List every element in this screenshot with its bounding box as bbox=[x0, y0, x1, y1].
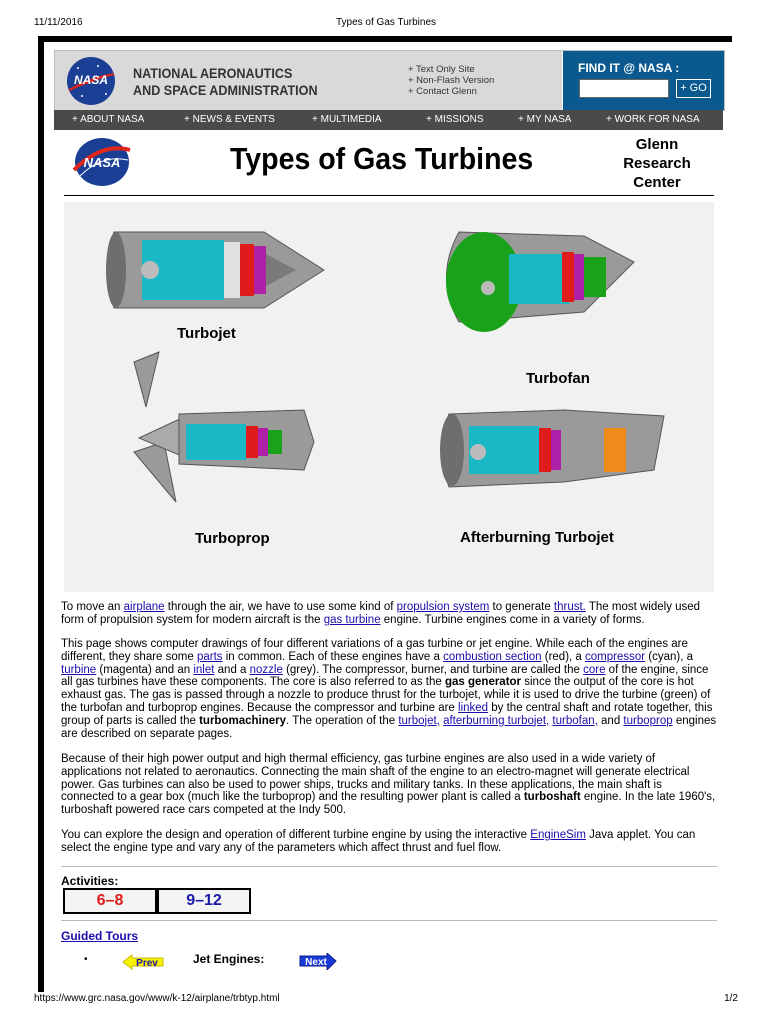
nav-missions[interactable]: + MISSIONS bbox=[426, 114, 484, 125]
divider bbox=[61, 866, 717, 867]
link-turbofan[interactable]: turbofan, bbox=[552, 714, 598, 727]
link-core[interactable]: core bbox=[583, 663, 606, 676]
engine-drawings bbox=[106, 231, 665, 503]
nav-work-for-nasa[interactable]: + WORK FOR NASA bbox=[606, 114, 700, 125]
activities-label: Activities: bbox=[61, 874, 119, 888]
list-bullet: • bbox=[84, 954, 88, 965]
search-input[interactable] bbox=[579, 79, 669, 98]
link-turbojet[interactable]: turbojet, bbox=[398, 714, 440, 727]
turboprop-label: Turboprop bbox=[195, 530, 270, 547]
print-title: Types of Gas Turbines bbox=[335, 17, 437, 28]
nasa-logo-text: NASA bbox=[73, 73, 108, 87]
agency-name-line2: AND SPACE ADMINISTRATION bbox=[133, 82, 318, 98]
star-icon bbox=[105, 93, 107, 95]
turbojet-engine bbox=[106, 231, 325, 309]
nav-news-events[interactable]: + NEWS & EVENTS bbox=[184, 114, 275, 125]
print-header: 11/11/2016 Types of Gas Turbines bbox=[34, 17, 738, 31]
title-rule bbox=[64, 195, 714, 196]
link-propulsion-system[interactable]: propulsion system bbox=[396, 601, 490, 613]
activities-9-12-button[interactable]: 9–12 bbox=[157, 888, 251, 914]
link-turboprop[interactable]: turboprop bbox=[623, 714, 673, 727]
grc-line2: Research bbox=[623, 155, 691, 172]
findit-label: FIND IT @ NASA : bbox=[578, 61, 680, 75]
star-icon bbox=[97, 65, 99, 67]
print-url: https://www.grc.nasa.gov/www/k-12/airpla… bbox=[34, 993, 280, 1004]
divider bbox=[61, 920, 717, 921]
link-thrust[interactable]: thrust. bbox=[553, 601, 586, 613]
star-icon bbox=[77, 67, 79, 69]
afterburning-turbojet-engine bbox=[440, 409, 665, 488]
link-compressor[interactable]: compressor bbox=[585, 650, 646, 663]
nasa-logo[interactable]: NASA bbox=[67, 57, 115, 105]
print-date: 11/11/2016 bbox=[34, 17, 83, 28]
grc-line3: Center bbox=[633, 174, 681, 191]
link-gas-turbine[interactable]: gas turbine bbox=[323, 613, 381, 626]
page-frame-left bbox=[38, 36, 44, 992]
findit-panel: FIND IT @ NASA : + GO bbox=[563, 51, 724, 110]
link-airplane[interactable]: airplane bbox=[123, 601, 165, 613]
nav-about-nasa[interactable]: + ABOUT NASA bbox=[72, 114, 145, 125]
nasa-banner: NASA NATIONAL AERONAUTICS AND SPACE ADMI… bbox=[54, 50, 725, 111]
jet-engines-label: Jet Engines: bbox=[193, 952, 265, 966]
page-title: Types of Gas Turbines bbox=[230, 141, 534, 176]
grc-line1: Glenn bbox=[635, 136, 679, 153]
turbofan-label: Turbofan bbox=[526, 370, 590, 387]
link-inlet[interactable]: inlet bbox=[193, 663, 215, 676]
link-nozzle[interactable]: nozzle bbox=[249, 663, 283, 676]
activities-6-8-button[interactable]: 6–8 bbox=[63, 888, 157, 914]
link-parts[interactable]: parts bbox=[196, 650, 223, 663]
contact-glenn-link[interactable]: + Contact Glenn bbox=[408, 86, 477, 97]
nav-bar: + ABOUT NASA + NEWS & EVENTS + MULTIMEDI… bbox=[54, 110, 723, 130]
banner-links: + Text Only Site + Non-Flash Version + C… bbox=[408, 64, 494, 97]
link-turbine[interactable]: turbine bbox=[61, 663, 97, 676]
afterburning-turbojet-label: Afterburning Turbojet bbox=[460, 529, 614, 546]
paragraph-applications: Because of their high power output and h… bbox=[61, 753, 716, 817]
turbofan-engine bbox=[446, 231, 635, 332]
paragraph-components: This page shows computer drawings of fou… bbox=[61, 638, 717, 740]
link-enginesim[interactable]: EngineSim bbox=[530, 829, 586, 841]
page-header: NASA Types of Gas Turbines Glenn Researc… bbox=[64, 133, 714, 197]
guided-tours-link[interactable]: Guided Tours bbox=[61, 929, 139, 943]
nav-multimedia[interactable]: + MULTIMEDIA bbox=[312, 114, 382, 125]
print-footer: https://www.grc.nasa.gov/www/k-12/airpla… bbox=[34, 993, 738, 1007]
prev-button[interactable]: Prev bbox=[122, 954, 164, 970]
engine-diagram: Turbojet Turbofan Turboprop Afterburning… bbox=[64, 202, 714, 592]
agency-name: NATIONAL AERONAUTICS AND SPACE ADMINISTR… bbox=[133, 65, 318, 99]
banner-background bbox=[55, 51, 562, 110]
text-only-link[interactable]: + Text Only Site bbox=[408, 64, 475, 75]
nasa-logo-small: NASA bbox=[72, 138, 131, 186]
next-label: Next bbox=[305, 957, 327, 968]
print-page-number: 1/2 bbox=[724, 993, 738, 1004]
star-icon bbox=[81, 95, 83, 97]
link-linked[interactable]: linked bbox=[458, 701, 489, 714]
turboprop-engine bbox=[133, 351, 315, 503]
nasa-logo-small-text: NASA bbox=[84, 155, 121, 170]
turbojet-label: Turbojet bbox=[177, 325, 236, 342]
non-flash-link[interactable]: + Non-Flash Version bbox=[408, 75, 495, 86]
link-combustion-section[interactable]: combustion section bbox=[443, 650, 542, 663]
page-frame-top bbox=[38, 36, 732, 42]
link-afterburning-turbojet[interactable]: afterburning turbojet, bbox=[443, 714, 550, 727]
prev-label: Prev bbox=[136, 958, 158, 969]
paragraph-intro: To move an airplane through the air, we … bbox=[61, 601, 701, 626]
agency-name-line1: NATIONAL AERONAUTICS bbox=[133, 65, 293, 81]
glenn-research-center: Glenn Research Center bbox=[612, 135, 702, 192]
nav-my-nasa[interactable]: + MY NASA bbox=[518, 114, 572, 125]
go-button[interactable]: + GO bbox=[676, 79, 711, 98]
next-button[interactable]: Next bbox=[299, 953, 337, 970]
paragraph-enginesim: You can explore the design and operation… bbox=[61, 829, 696, 854]
